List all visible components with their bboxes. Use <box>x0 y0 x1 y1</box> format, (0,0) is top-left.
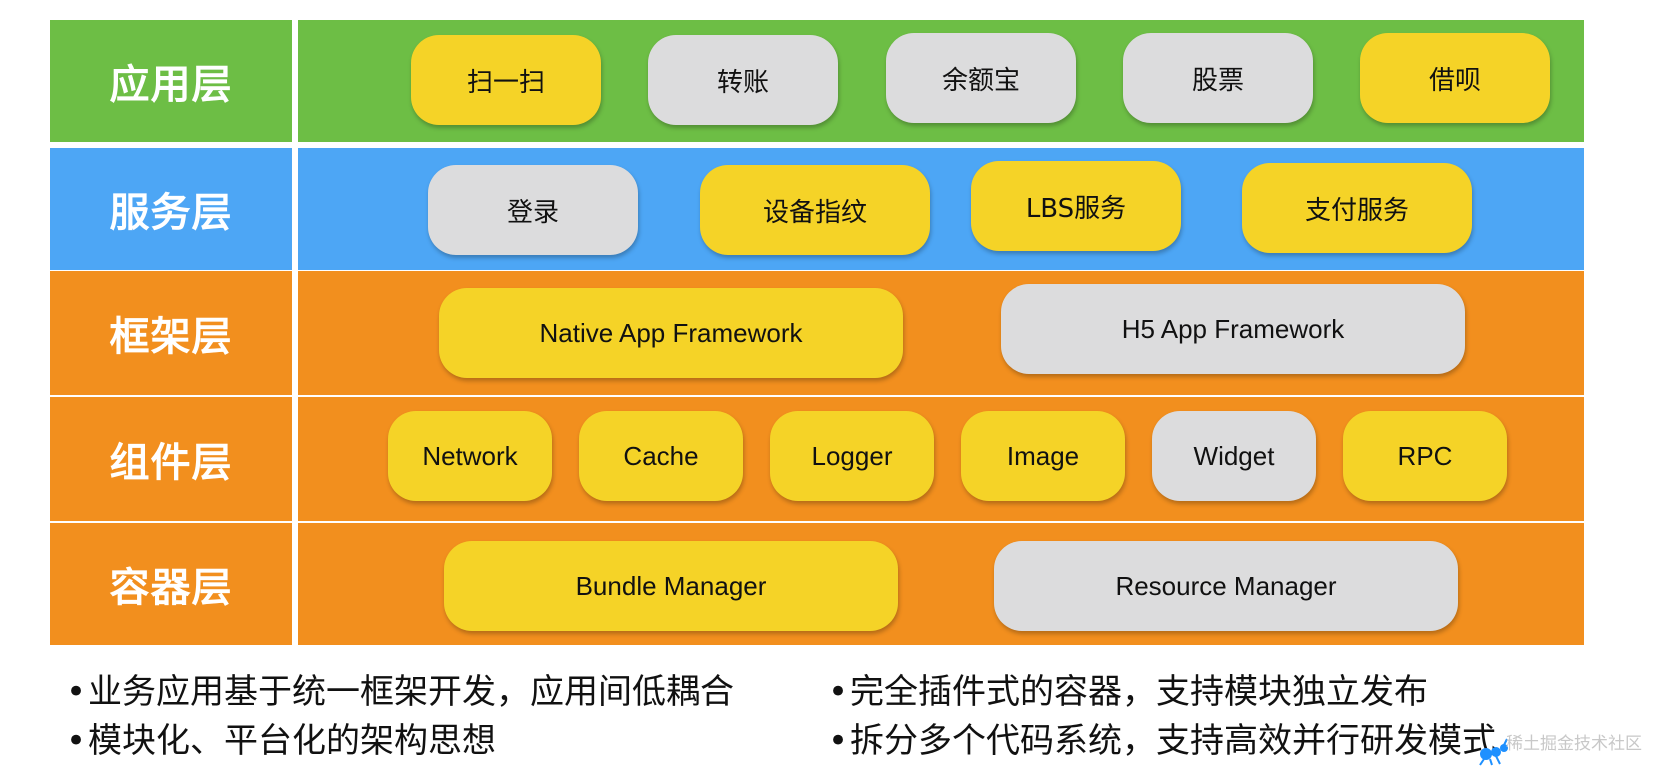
bullet-symbol: • <box>66 721 87 761</box>
container-resource-manager: Resource Manager <box>994 541 1458 631</box>
component-cache: Cache <box>579 411 743 501</box>
service-login: 登录 <box>428 165 638 255</box>
module-jiebei: 借呗 <box>1360 33 1550 123</box>
component-widget: Widget <box>1152 411 1316 501</box>
container-bundle-manager: Bundle Manager <box>444 541 898 631</box>
layer-label-container: 容器层 <box>50 523 292 645</box>
service-device-fingerprint: 设备指纹 <box>700 165 930 255</box>
component-logger: Logger <box>770 411 934 501</box>
component-image: Image <box>961 411 1125 501</box>
bullet-text: 拆分多个代码系统，支持高效并行研发模式 <box>850 721 1496 761</box>
bullet-text: 模块化、平台化的架构思想 <box>88 721 496 761</box>
layer-label-app: 应用层 <box>50 20 292 142</box>
layer-framework: 框架层 Native App Framework H5 App Framewor… <box>50 271 1584 395</box>
module-yuebao: 余额宝 <box>886 33 1076 123</box>
ant-logo-icon <box>1479 738 1508 766</box>
bullet-item: • 业务应用基于统一框架开发，应用间低耦合 <box>50 668 734 717</box>
bullet-item: • 模块化、平台化的架构思想 <box>50 717 734 766</box>
bullet-symbol: • <box>828 721 849 761</box>
layer-body-app: 扫一扫 转账 余额宝 股票 借呗 <box>298 20 1584 142</box>
module-transfer: 转账 <box>648 35 838 125</box>
bullet-list-left: • 业务应用基于统一框架开发，应用间低耦合 • 模块化、平台化的架构思想 <box>50 668 734 766</box>
framework-h5-app: H5 App Framework <box>1001 284 1465 374</box>
module-stocks: 股票 <box>1123 33 1313 123</box>
divider <box>292 20 298 645</box>
module-scan: 扫一扫 <box>411 35 601 125</box>
bullet-item: • 完全插件式的容器，支持模块独立发布 <box>812 668 1496 717</box>
layer-app: 应用层 扫一扫 转账 余额宝 股票 借呗 <box>50 20 1584 142</box>
bullet-text: 完全插件式的容器，支持模块独立发布 <box>850 672 1428 712</box>
service-payment: 支付服务 <box>1242 163 1472 253</box>
layer-label-service: 服务层 <box>50 148 292 270</box>
bullet-item: • 拆分多个代码系统，支持高效并行研发模式 <box>812 717 1496 766</box>
bullet-list-right: • 完全插件式的容器，支持模块独立发布 • 拆分多个代码系统，支持高效并行研发模… <box>812 668 1496 766</box>
layer-label-framework: 框架层 <box>50 271 292 395</box>
layer-body-container: Bundle Manager Resource Manager <box>298 523 1584 645</box>
layer-label-component: 组件层 <box>50 397 292 521</box>
layer-component: 组件层 Network Cache Logger Image Widget RP… <box>50 397 1584 521</box>
layer-container: 容器层 Bundle Manager Resource Manager <box>50 523 1584 645</box>
service-lbs: LBS服务 <box>971 161 1181 251</box>
layer-body-component: Network Cache Logger Image Widget RPC <box>298 397 1584 521</box>
layer-body-service: 登录 设备指纹 LBS服务 支付服务 <box>298 148 1584 270</box>
component-network: Network <box>388 411 552 501</box>
bullet-text: 业务应用基于统一框架开发，应用间低耦合 <box>88 672 734 712</box>
layer-body-framework: Native App Framework H5 App Framework <box>298 271 1584 395</box>
layer-service: 服务层 登录 设备指纹 LBS服务 支付服务 <box>50 148 1584 270</box>
bullet-symbol: • <box>828 672 849 712</box>
component-rpc: RPC <box>1343 411 1507 501</box>
watermark: 稀土掘金技术社区 <box>1506 734 1642 754</box>
framework-native-app: Native App Framework <box>439 288 903 378</box>
bullet-symbol: • <box>66 672 87 712</box>
